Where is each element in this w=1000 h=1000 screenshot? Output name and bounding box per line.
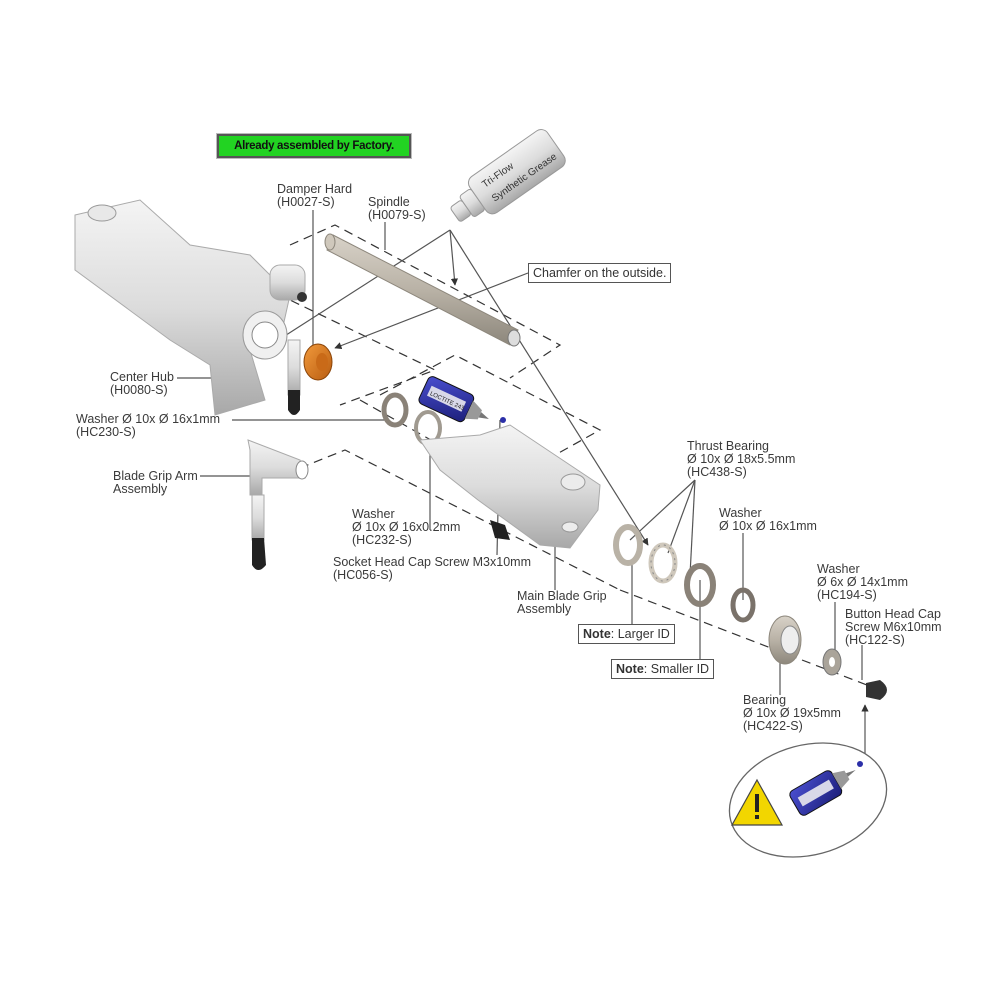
part-spec: Ø 6x Ø 14x1mm [817, 575, 908, 589]
label-spindle: Spindle (H0079-S) [368, 196, 426, 222]
note-prefix: Note [616, 662, 644, 676]
label-center-hub: Center Hub (H0080-S) [110, 371, 174, 397]
part-name-2: Assembly [113, 482, 168, 496]
part-code: (HC232-S) [352, 533, 412, 547]
note-larger-id: Note: Larger ID [578, 624, 675, 644]
label-socket-screw: Socket Head Cap Screw M3x10mm (HC056-S) [333, 556, 531, 582]
grease-tube: Tri-Flow Synthetic Grease [450, 129, 566, 222]
part-spec: Ø 10x Ø 18x5.5mm [687, 452, 796, 466]
socket-head-screw [490, 520, 510, 540]
part-name: Button Head Cap [845, 607, 941, 621]
label-washer-hc232: Washer Ø 10x Ø 16x0.2mm (HC232-S) [352, 508, 460, 547]
part-name-2: Assembly [517, 602, 572, 616]
note-text: : Smaller ID [643, 662, 710, 676]
loctite-drop [500, 417, 506, 423]
part-name: Main Blade Grip [517, 589, 607, 603]
part-code: (HC056-S) [333, 568, 393, 582]
main-blade-grip [419, 424, 601, 549]
part-code: (H0080-S) [110, 383, 168, 397]
part-code: (HC422-S) [743, 719, 803, 733]
damper-hard [303, 343, 333, 381]
part-name: Blade Grip Arm [113, 469, 198, 483]
part-name: Center Hub [110, 370, 174, 384]
note-prefix: Note [583, 627, 611, 641]
label-washer-hc194: Washer Ø 6x Ø 14x1mm (HC194-S) [817, 563, 908, 602]
part-name: Washer [352, 507, 395, 521]
part-code: (HC438-S) [687, 465, 747, 479]
washer-10x16 [730, 587, 756, 623]
thrust-bearing-washer-large [613, 524, 643, 566]
part-code: (H0079-S) [368, 208, 426, 222]
part-name: Thrust Bearing [687, 439, 769, 453]
bearing-hc422 [768, 615, 802, 665]
label-washer-hc230: Washer Ø 10x Ø 16x1mm (HC230-S) [76, 413, 220, 439]
part-name: Washer Ø 10x Ø 16x1mm [76, 412, 221, 426]
part-name: Bearing [743, 693, 787, 707]
blade-grip-arm [247, 439, 309, 570]
button-head-screw [866, 680, 887, 700]
thrust-bearing-cage [648, 542, 678, 584]
part-spec: Ø 10x Ø 16x1mm [719, 519, 817, 533]
loctite-bottle: LOCTITE 243 [418, 376, 489, 423]
part-name: Damper Hard [277, 182, 353, 196]
center-hub [74, 199, 307, 416]
part-code: (H0027-S) [277, 195, 335, 209]
part-name: Spindle [368, 195, 410, 209]
part-name: Socket Head Cap Screw M3x10mm [333, 555, 531, 569]
label-washer-10x16: Washer Ø 10x Ø 16x1mm [719, 507, 817, 533]
part-code: (HC230-S) [76, 425, 136, 439]
part-spec: Ø 10x Ø 19x5mm [743, 706, 841, 720]
thrust-bearing-washer-small [684, 563, 716, 607]
label-button-screw: Button Head Cap Screw M6x10mm (HC122-S) [845, 608, 942, 647]
label-main-blade-grip: Main Blade Grip Assembly [517, 590, 607, 616]
loctite-warning-callout [728, 742, 888, 858]
part-code: (HC194-S) [817, 588, 877, 602]
note-text: : Larger ID [610, 627, 670, 641]
part-name: Washer [719, 506, 762, 520]
part-name: Washer [817, 562, 860, 576]
label-bearing: Bearing Ø 10x Ø 19x5mm (HC422-S) [743, 694, 841, 733]
spindle [324, 233, 521, 347]
part-spec: Ø 10x Ø 16x0.2mm [352, 520, 461, 534]
label-blade-grip-arm: Blade Grip Arm Assembly [113, 470, 198, 496]
factory-assembled-banner: Already assembled by Factory. [217, 134, 411, 158]
label-damper-hard: Damper Hard (H0027-S) [277, 183, 352, 209]
washer-hc230 [381, 392, 409, 428]
note-smaller-id: Note: Smaller ID [611, 659, 715, 679]
chamfer-callout: Chamfer on the outside. [528, 263, 672, 283]
part-code: (HC122-S) [845, 633, 905, 647]
label-thrust-bearing: Thrust Bearing Ø 10x Ø 18x5.5mm (HC438-S… [687, 440, 795, 479]
part-name-2: Screw M6x10mm [845, 620, 942, 634]
washer-hc194 [822, 648, 842, 676]
